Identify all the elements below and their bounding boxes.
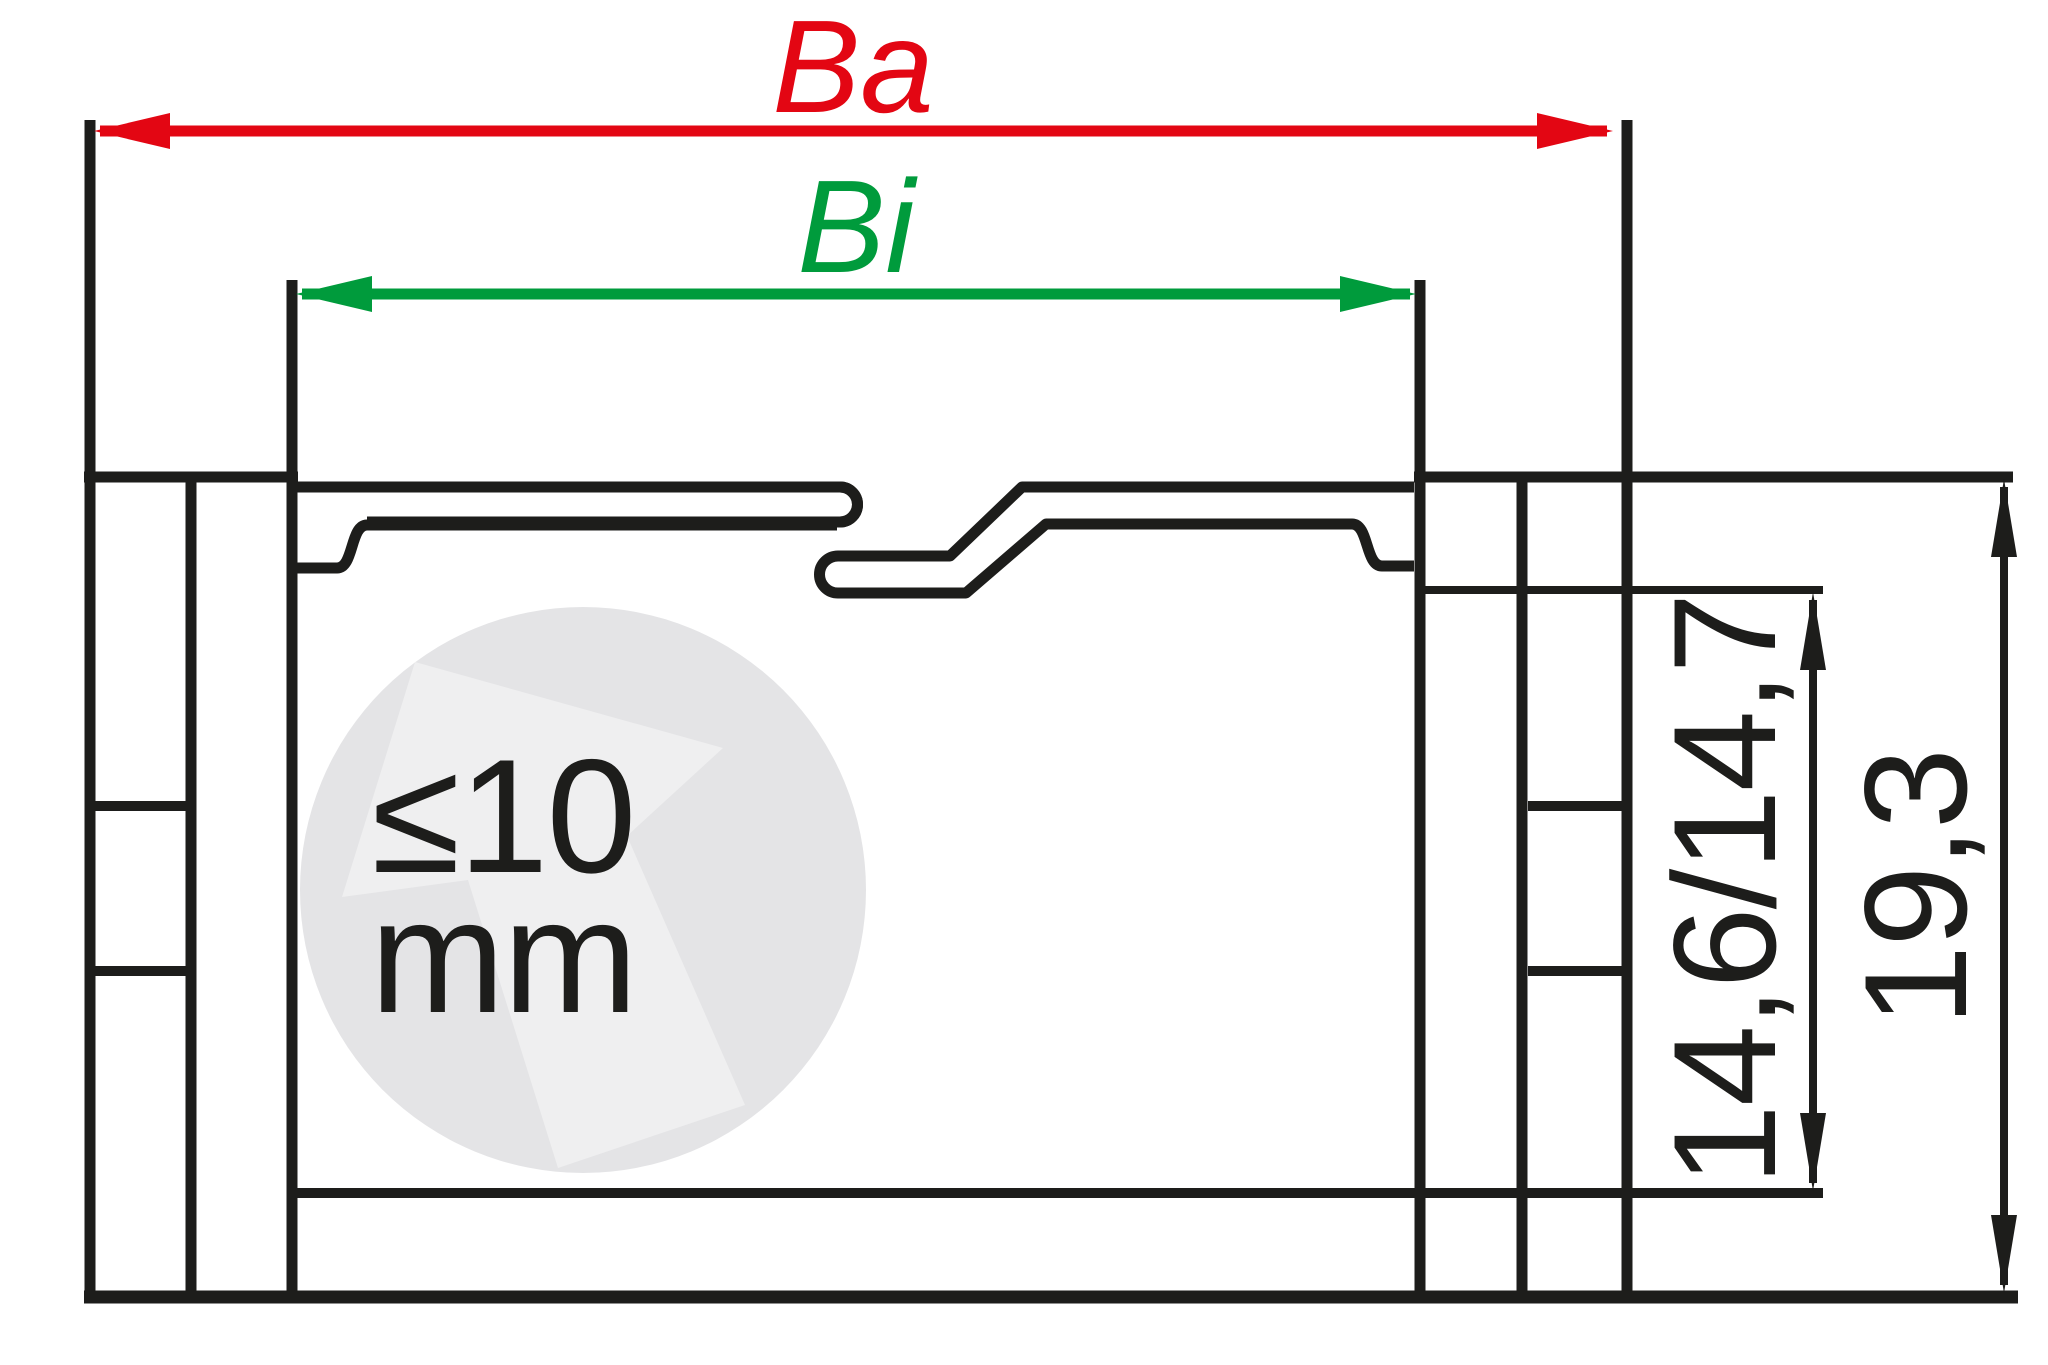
dimension-inner-width: Bi: [296, 153, 1416, 312]
outer-height-arrowhead-down-icon: [1991, 1215, 2017, 1293]
max-cable-diameter-value: ≤10: [371, 726, 634, 907]
bi-arrowhead-right-icon: [1340, 276, 1416, 312]
ba-arrowhead-right-icon: [1537, 113, 1613, 149]
dimension-inner-height: 14,6/14,7: [1643, 592, 1826, 1191]
crossbar-left-cap: [367, 481, 863, 528]
max-cable-diameter-unit: mm: [370, 866, 636, 1047]
outer-height-value: 19,3: [1834, 750, 1997, 1026]
inner-height-arrowhead-down-icon: [1800, 1113, 1826, 1191]
left-sidewall: [84, 120, 298, 1297]
crossbar-latch: [814, 481, 1414, 599]
bottom-rail: [84, 1188, 2018, 1304]
inner-height-arrowhead-up-icon: [1800, 592, 1826, 670]
dimension-outer-width: Ba: [94, 0, 1613, 149]
inner-height-value: 14,6/14,7: [1643, 595, 1806, 1186]
right-sidewall: [1414, 120, 2013, 1297]
chain-body: [84, 120, 2018, 1304]
ba-label: Ba: [772, 0, 933, 140]
dimension-outer-height: 19,3: [1834, 479, 2017, 1293]
bi-label: Bi: [797, 153, 918, 300]
cable-diameter-badge: ≤10 mm: [300, 607, 866, 1173]
bi-arrowhead-left-icon: [296, 276, 372, 312]
badge-watermark-arrow-icon: [342, 662, 745, 1168]
ba-arrowhead-left-icon: [94, 113, 170, 149]
outer-height-arrowhead-up-icon: [1991, 479, 2017, 557]
